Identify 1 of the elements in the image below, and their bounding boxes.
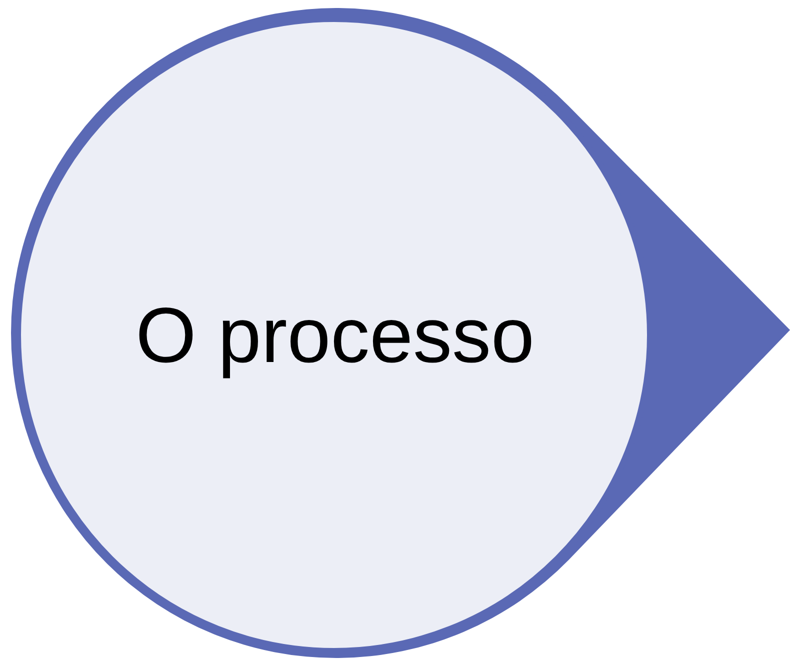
node-label: O processo	[136, 291, 534, 379]
